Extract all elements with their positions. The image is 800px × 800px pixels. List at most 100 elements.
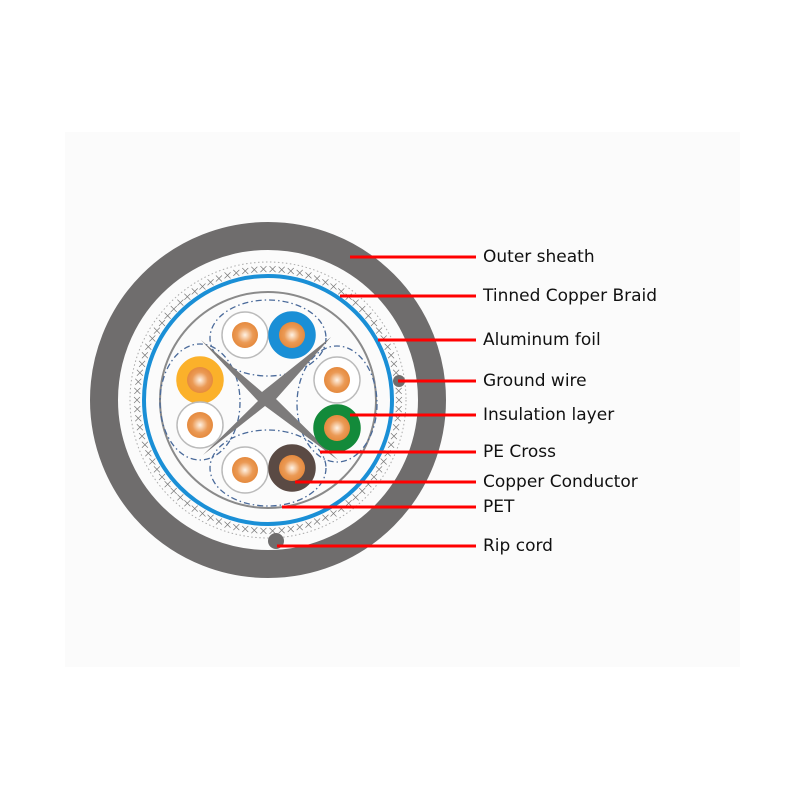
- braid-outer-edge: [129, 261, 407, 539]
- insulated-conductor: [221, 311, 269, 359]
- braid-strand: [296, 523, 303, 531]
- pet-layer: [159, 291, 377, 509]
- braid-strand: [164, 312, 171, 320]
- pair-shield: [209, 429, 327, 507]
- braid-strand: [387, 351, 395, 359]
- pair-shield: [159, 343, 241, 461]
- braid-strand: [177, 494, 184, 501]
- braid-strand: [305, 272, 312, 279]
- braid-strand: [141, 441, 149, 449]
- braid-strand: [330, 510, 337, 517]
- insulated-conductor: [268, 444, 316, 492]
- braid-strand: [251, 266, 258, 273]
- braid-strand: [269, 527, 276, 535]
- braid-strand: [322, 514, 329, 521]
- braid-strand: [158, 473, 166, 481]
- braid-strand: [138, 432, 146, 440]
- braid-strand: [358, 305, 366, 313]
- braid-strand: [133, 396, 141, 404]
- braid-strand: [134, 387, 141, 395]
- label-outer-sheath: Outer sheath: [483, 247, 595, 267]
- braid-strand: [149, 335, 156, 342]
- braid-strand: [387, 441, 395, 449]
- background-panel: [65, 132, 740, 667]
- braid-strand: [224, 272, 231, 279]
- braid-strand: [365, 312, 372, 320]
- braid-strand: [191, 288, 198, 295]
- label-rip-cord: Rip cord: [483, 536, 553, 556]
- braid-strand: [395, 387, 402, 395]
- braid-strand: [296, 269, 303, 277]
- braid-strand: [170, 487, 178, 495]
- braid-strand: [207, 279, 214, 286]
- braid-strand: [395, 396, 403, 404]
- braid-strand: [207, 514, 214, 521]
- braid-strand: [215, 275, 223, 282]
- braid-strand: [313, 518, 321, 525]
- braid-strand: [215, 518, 223, 525]
- cable: [90, 222, 446, 578]
- insulated-conductor: [176, 356, 224, 404]
- braid-strand: [145, 450, 152, 457]
- label-ground-wire: Ground wire: [483, 371, 587, 391]
- braid-strand: [170, 305, 178, 313]
- braid-strand: [260, 527, 267, 535]
- braid-strand: [134, 405, 141, 413]
- braid-strand: [260, 265, 267, 273]
- outer-sheath: [90, 222, 446, 578]
- braid-strand: [390, 360, 398, 368]
- braid-strand: [305, 521, 312, 528]
- tinned-copper-braid: [133, 265, 403, 535]
- braid-strand: [149, 458, 156, 465]
- copper-conductor: [187, 412, 213, 438]
- copper-conductor: [187, 367, 213, 393]
- braid-strand: [141, 351, 149, 359]
- braid-strand: [184, 293, 191, 301]
- braid-strand: [158, 319, 166, 327]
- insulated-conductor: [313, 356, 361, 404]
- braid-strand: [138, 360, 146, 368]
- pair-shield: [209, 299, 327, 377]
- insulated-conductor: [313, 404, 361, 452]
- braid-strand: [313, 275, 321, 282]
- braid-strand: [153, 327, 161, 334]
- braid-strand: [375, 466, 383, 473]
- label-pe-cross: PE Cross: [483, 442, 556, 462]
- braid-strand: [338, 288, 345, 295]
- braid-strand: [395, 405, 402, 413]
- braid-strand: [352, 494, 359, 501]
- copper-conductor: [324, 415, 350, 441]
- braid-strand: [199, 510, 206, 517]
- label-aluminum-foil: Aluminum foil: [483, 330, 601, 350]
- braid-strand: [322, 279, 329, 286]
- insulated-conductor: [221, 446, 269, 494]
- pair-shields: [159, 299, 378, 507]
- braid-strand: [177, 299, 184, 306]
- braid-strand: [135, 414, 142, 422]
- braid-strand: [199, 283, 206, 290]
- insulated-conductor: [268, 311, 316, 359]
- pair-shield: [296, 345, 378, 463]
- braid-strand: [136, 423, 144, 431]
- pe-cross: [201, 337, 338, 460]
- label-insulation-layer: Insulation layer: [483, 405, 615, 425]
- braid-strand: [370, 319, 378, 327]
- copper-conductor: [279, 322, 305, 348]
- leader-lines: [277, 255, 476, 548]
- braid-strand: [380, 458, 387, 465]
- braid-strand: [233, 523, 240, 531]
- braid-strand: [242, 267, 249, 275]
- label-tinned-copper-braid: Tinned Copper Braid: [483, 286, 658, 306]
- braid-strand: [352, 299, 359, 306]
- braid-strand: [278, 527, 285, 534]
- aluminum-foil: [142, 274, 394, 526]
- braid-strand: [345, 499, 352, 507]
- braid-strand: [136, 369, 144, 377]
- braid-strand: [375, 327, 383, 334]
- braid-strand: [392, 369, 400, 377]
- braid-strand: [370, 473, 378, 481]
- copper-conductor: [232, 322, 258, 348]
- braid-strand: [287, 267, 294, 275]
- braid-strand: [287, 525, 294, 533]
